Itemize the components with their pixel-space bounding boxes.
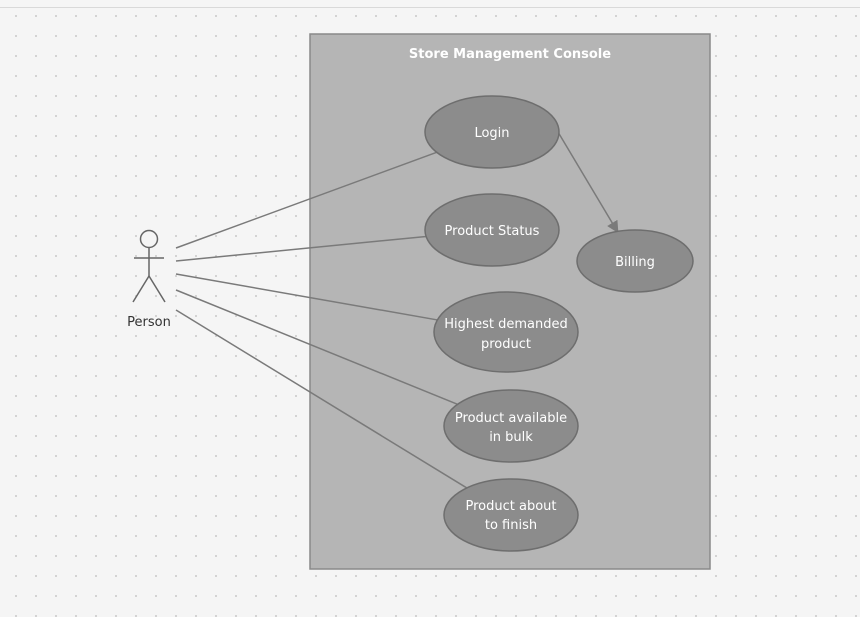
use-case-highest-demanded-label-line2: product: [481, 337, 531, 352]
use-case-bulk-label-line1: Product available: [455, 411, 567, 426]
system-title: Store Management Console: [409, 47, 611, 62]
arrow-login-to-billing[interactable]: [557, 131, 619, 234]
association-line-login[interactable]: [175, 151, 437, 249]
use-case-highest-demanded[interactable]: Highest demanded product: [433, 291, 579, 373]
association-line-bulk[interactable]: [175, 289, 458, 405]
use-case-product-status-ellipse[interactable]: [424, 193, 560, 267]
actor-label: Person: [127, 315, 171, 330]
use-case-login-label: Login: [474, 126, 509, 141]
stick-figure-icon: [132, 229, 166, 303]
use-case-bulk-label-line2: in bulk: [489, 430, 533, 445]
use-case-bulk[interactable]: Product available in bulk: [443, 389, 579, 463]
connectors: [175, 131, 619, 489]
use-case-billing-ellipse[interactable]: [576, 229, 694, 293]
top-divider: [0, 7, 860, 8]
association-line-about-to-finish[interactable]: [175, 309, 468, 489]
use-case-product-status[interactable]: Product Status: [424, 193, 560, 267]
use-case-billing[interactable]: Billing: [576, 229, 694, 293]
association-line-highest-demanded[interactable]: [175, 273, 438, 321]
actor-person[interactable]: Person: [127, 229, 171, 331]
use-case-about-to-finish-label-line1: Product about: [466, 499, 557, 514]
use-case-login-ellipse[interactable]: [424, 95, 560, 169]
use-case-product-status-label: Product Status: [445, 224, 540, 239]
use-case-login[interactable]: Login: [424, 95, 560, 169]
use-case-highest-demanded-ellipse[interactable]: [433, 291, 579, 373]
association-line-product-status[interactable]: [175, 235, 427, 262]
use-case-bulk-ellipse[interactable]: [443, 389, 579, 463]
use-case-billing-label: Billing: [615, 255, 655, 270]
use-case-about-to-finish[interactable]: Product about to finish: [443, 478, 579, 552]
use-case-highest-demanded-label-line1: Highest demanded: [444, 317, 568, 332]
use-case-about-to-finish-label-line2: to finish: [485, 518, 537, 533]
use-case-about-to-finish-ellipse[interactable]: [443, 478, 579, 552]
